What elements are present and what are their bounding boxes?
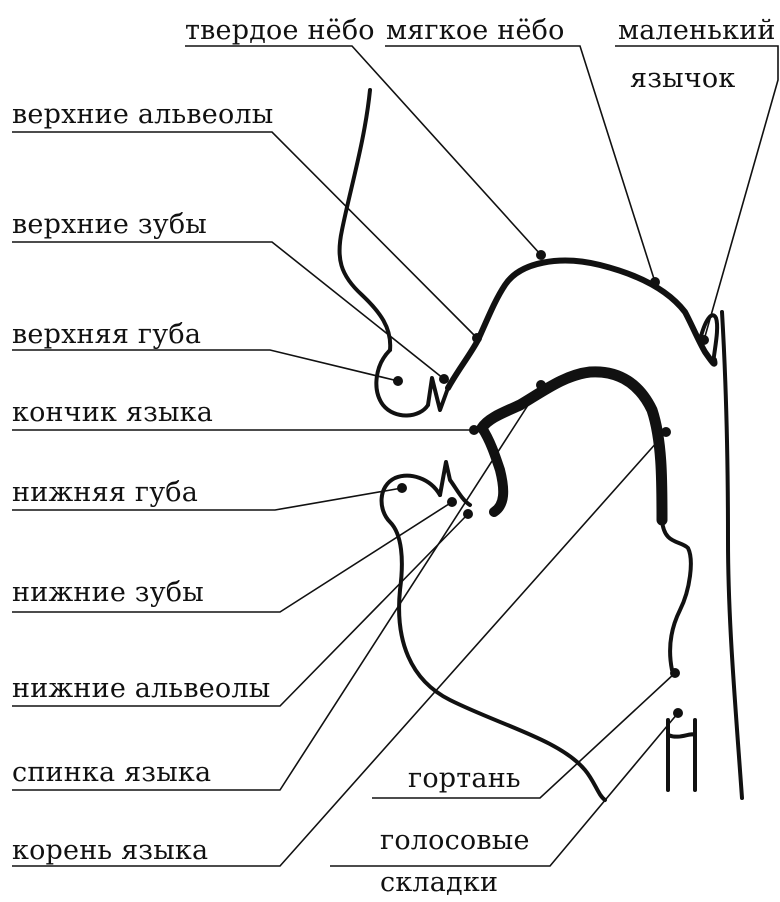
label-vocal-folds-line2: складки — [380, 868, 498, 898]
face-profile-upper — [339, 90, 390, 350]
label-tongue-tip: кончик языка — [12, 398, 213, 428]
label-lower-alveoli: нижние альвеолы — [12, 674, 270, 704]
label-uvula-line2: язычок — [630, 64, 735, 94]
point-lower-alveoli — [463, 509, 473, 519]
tongue-root-line — [662, 520, 691, 670]
tongue-outline — [482, 372, 662, 520]
label-tongue-root: корень языка — [12, 836, 208, 866]
point-uvula — [699, 335, 709, 345]
pharynx-back-wall — [722, 312, 742, 798]
point-lower-lip — [397, 483, 407, 493]
point-hard-palate — [536, 250, 546, 260]
point-tongue-tip — [469, 425, 479, 435]
leader-upper-teeth — [12, 242, 444, 379]
label-tongue-back: спинка языка — [12, 758, 211, 788]
point-upper-teeth — [439, 374, 449, 384]
label-upper-teeth: верхние зубы — [12, 210, 207, 240]
label-larynx: гортань — [408, 764, 521, 794]
point-lower-teeth — [447, 497, 457, 507]
point-tongue-back — [536, 380, 546, 390]
label-lower-lip: нижняя губа — [12, 478, 198, 508]
point-upper-lip — [393, 376, 403, 386]
point-upper-alveoli — [472, 333, 482, 343]
tongue-tip-curl — [482, 428, 503, 512]
label-soft-palate: мягкое нёбо — [386, 16, 565, 46]
point-vocal-folds — [673, 708, 683, 718]
label-vocal-folds-line1: голосовые — [380, 826, 530, 856]
vocal-folds-outline — [668, 720, 695, 790]
label-upper-alveoli: верхние альвеолы — [12, 100, 273, 130]
label-upper-lip: верхняя губа — [12, 320, 201, 350]
label-lower-teeth: нижние зубы — [12, 578, 204, 608]
leader-soft-palate — [385, 46, 655, 282]
point-larynx — [670, 668, 680, 678]
leader-upper-lip — [12, 350, 398, 381]
point-tongue-root — [661, 427, 671, 437]
point-soft-palate — [650, 277, 660, 287]
label-hard-palate: твердое нёбо — [185, 16, 375, 46]
label-uvula-line1: маленький — [618, 16, 776, 46]
